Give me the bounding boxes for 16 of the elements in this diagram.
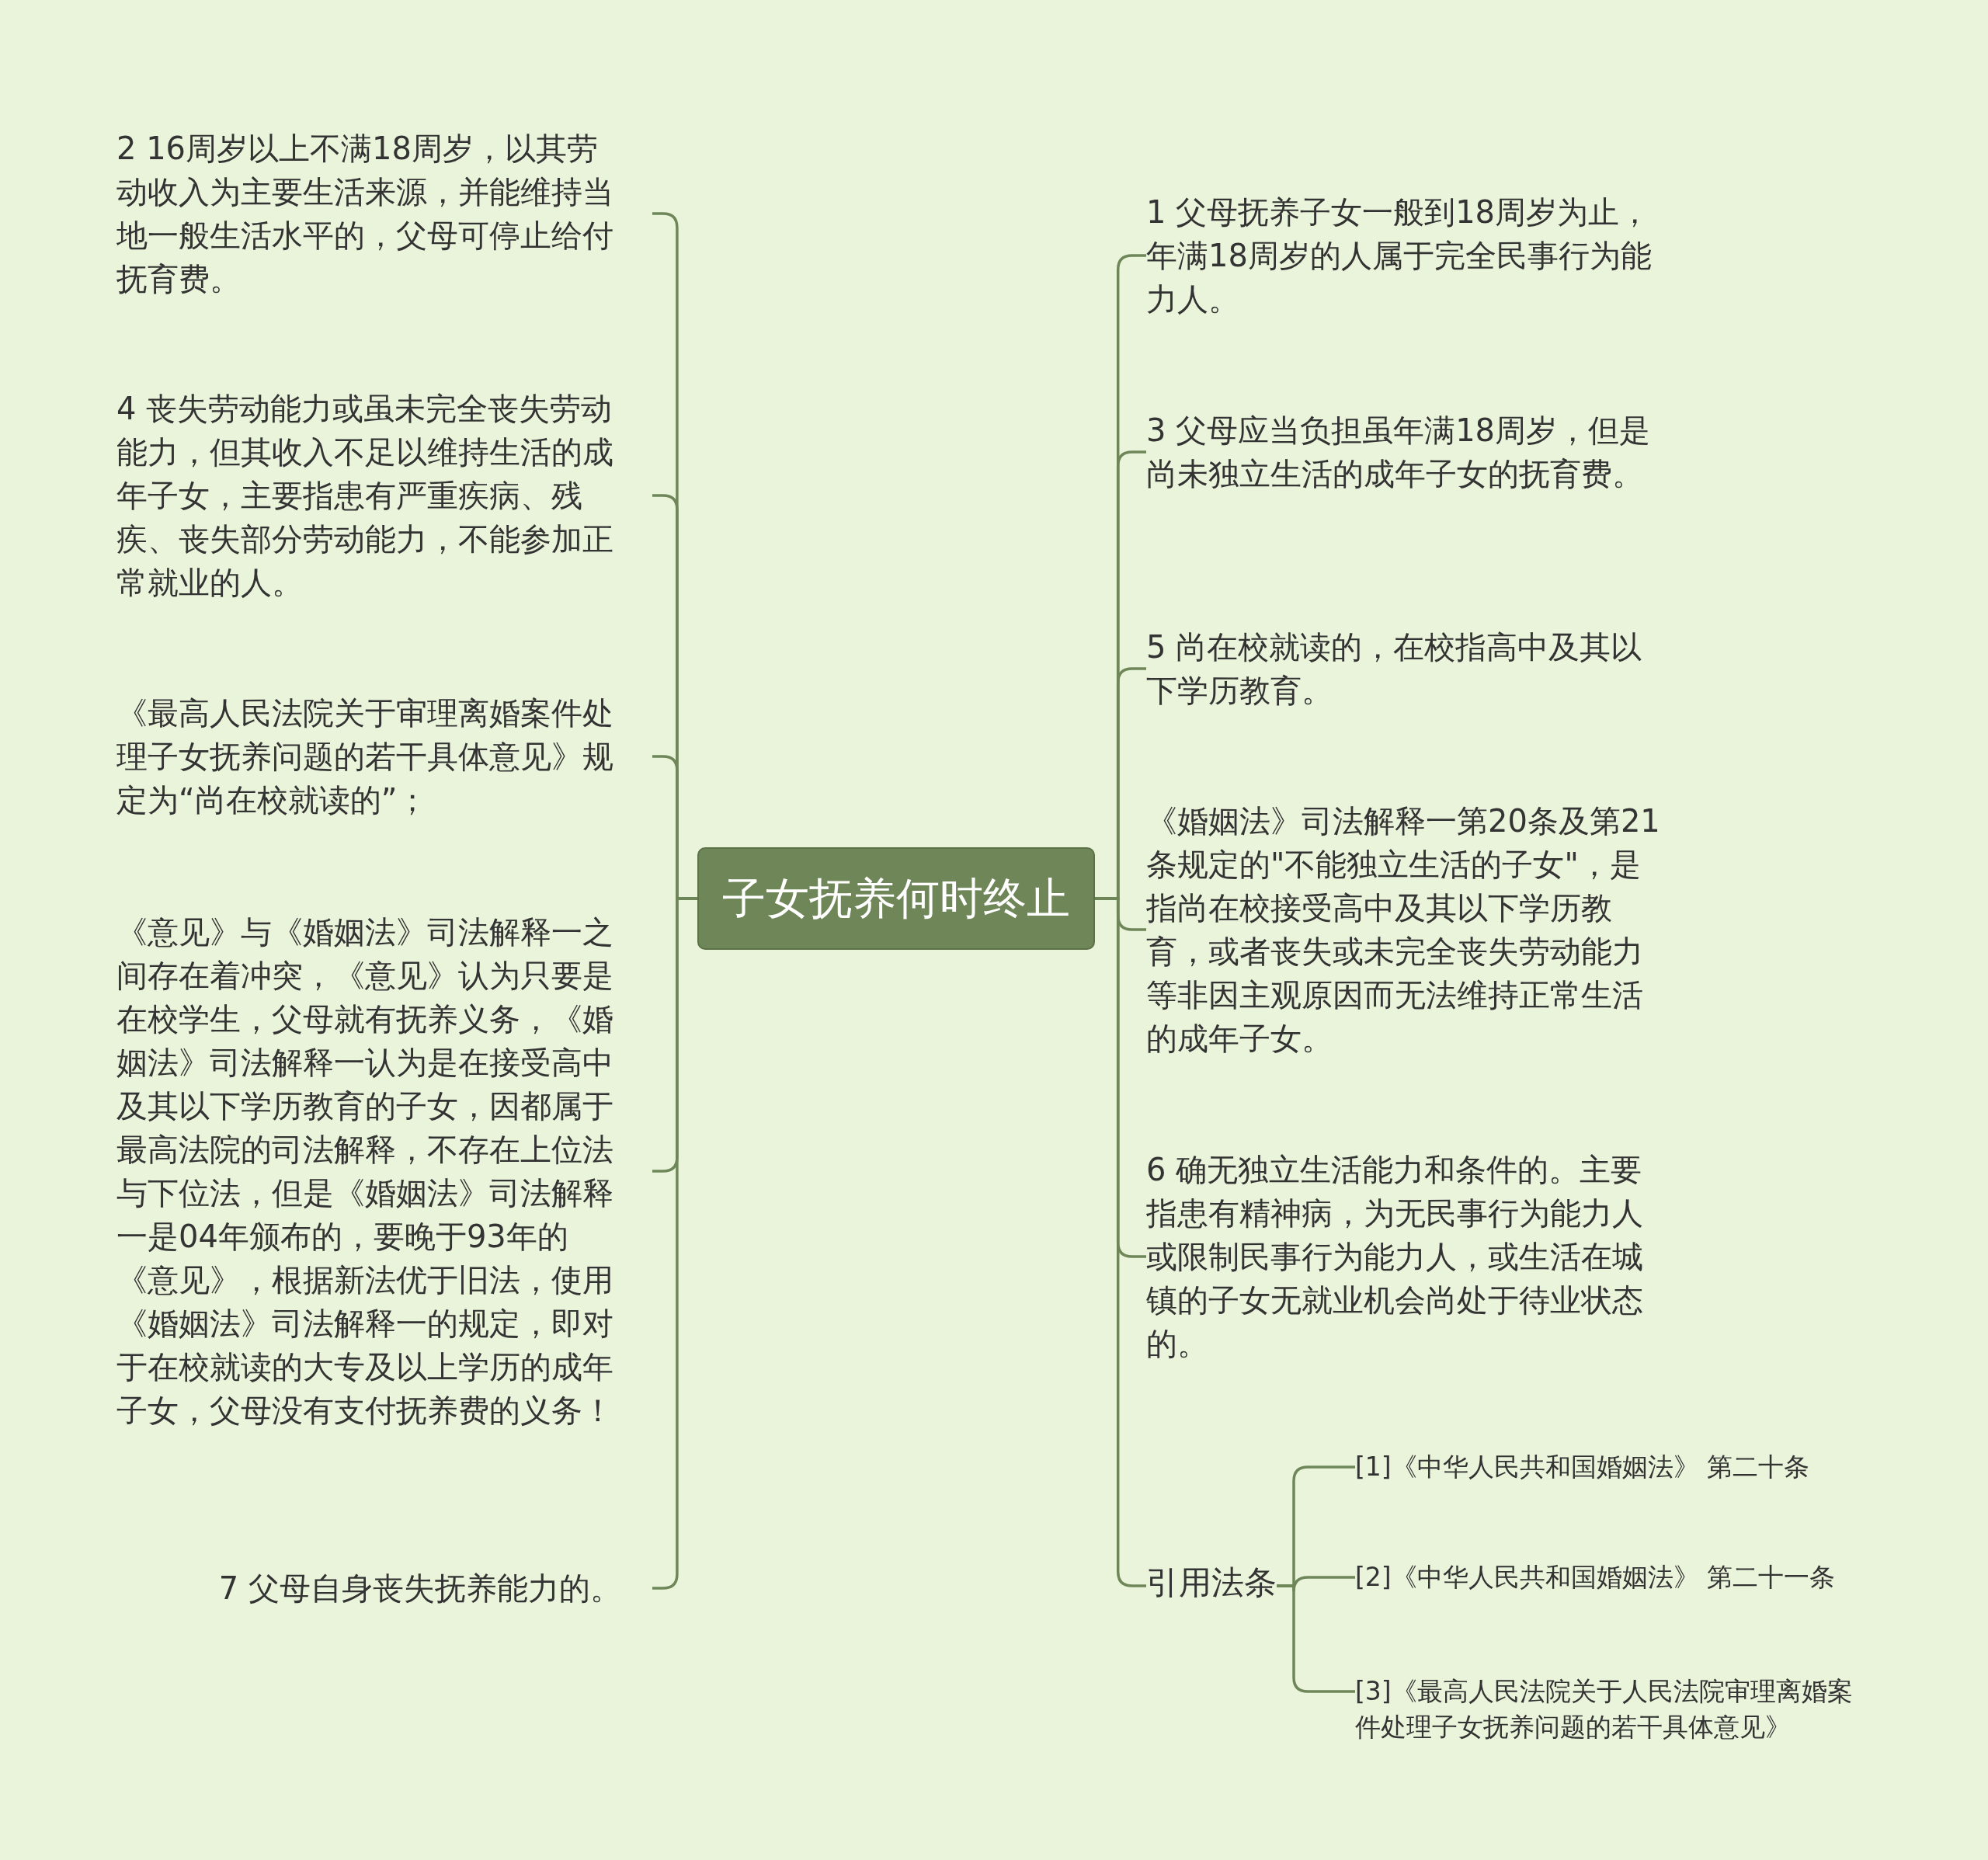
- topic-text: 引用法条: [1146, 1561, 1277, 1604]
- topic-text: 6 确无独立生活能力和条件的。主要指患有精神病，为无民事行为能力人或限制民事行为能力人，或生活在城镇的子女无就业机会尚处于待业状态的。: [1146, 1148, 1667, 1365]
- topic-text: 3 父母应当负担虽年满18周岁，但是尚未独立生活的成年子女的抚育费。: [1146, 409, 1667, 495]
- topic-text: 《意见》与《婚姻法》司法解释一之间存在着冲突，《意见》认为只要是在校学生，父母就有抚养义务，《婚姻法》司法解释一认为是在接受高中及其以下学历教育的子女，因都属于最高法院的司法解释，不存在上位法与下位法，但是《婚姻法》司法解释一是04年颁布的，要晚于93年的《意见》，根据新法优于旧法，使用《婚姻法》司法解释一的规定，即对于在校就读的大专及以上学历的成年子女，父母没有支付抚养费的义务！: [116, 910, 652, 1432]
- topic-text: 《婚姻法》司法解释一第20条及第21条规定的"不能独立生活的子女"，是指尚在校接受高中及其以下学历教育，或者丧失或未完全丧失劳动能力等非因主观原因而无法维持正常生活的成年子女。: [1146, 799, 1667, 1060]
- topic-text: 2 16周岁以上不满18周岁，以其劳动收入为主要生活来源，并能维持当地一般生活水平的，父母可停止给付抚育费。: [116, 127, 652, 301]
- topic-text: 《最高人民法院关于审理离婚案件处理子女抚养问题的若干具体意见》规定为“尚在校就读的”；: [116, 691, 652, 822]
- reference-text: [2]《中华人民共和国婚姻法》 第二十一条: [1355, 1559, 1883, 1595]
- topic-text: 7 父母自身丧失抚养能力的。: [116, 1566, 652, 1610]
- topic-text: 5 尚在校就读的，在校指高中及其以下学历教育。: [1146, 625, 1667, 712]
- reference-text: [3]《最高人民法院关于人民法院审理离婚案件处理子女抚养问题的若干具体意见》: [1355, 1674, 1868, 1745]
- connector-line: [1277, 1584, 1355, 1693]
- topic-text: 4 丧失劳动能力或虽未完全丧失劳动能力，但其收入不足以维持生活的成年子女，主要指患有严重疾病、残疾、丧失部分劳动能力，不能参加正常就业的人。: [116, 387, 652, 604]
- reference-text: [1]《中华人民共和国婚姻法》 第二十条: [1355, 1449, 1883, 1485]
- topic-text: 1 父母抚养子女一般到18周岁为止，年满18周岁的人属于完全民事行为能力人。: [1146, 190, 1667, 321]
- central-topic-box: 子女抚养何时终止: [697, 847, 1095, 950]
